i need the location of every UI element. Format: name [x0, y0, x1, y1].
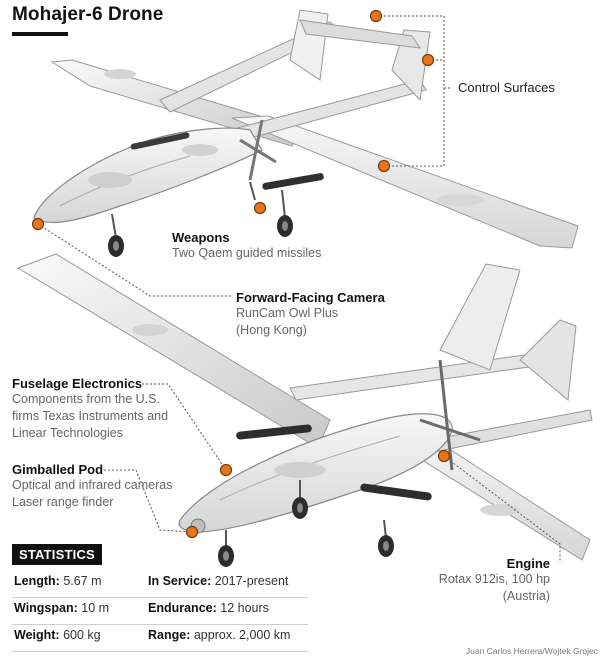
engine-line-1: Rotax 912is, 100 hp [438, 572, 550, 586]
bottom-propeller-blade-1 [438, 359, 454, 471]
bottom-missile-right [360, 483, 432, 501]
bottom-vertical-tail-upper [439, 263, 521, 371]
camera-callout: Forward-Facing Camera RunCam Owl Plus (H… [236, 290, 385, 339]
stat-left: Length: 5.67 m [14, 574, 102, 588]
gimbal-leader [104, 469, 193, 533]
marker-electronics [219, 463, 233, 477]
callout-lines [37, 15, 561, 562]
camera-leader [37, 223, 232, 297]
marker-control-tail [421, 53, 435, 67]
top-right-wing [231, 115, 579, 249]
stat-left: Weight: 600 kg [14, 628, 101, 642]
bottom-vertical-tail-lower [519, 319, 577, 401]
stat-row: Length: 5.67 m In Service: 2017-present [12, 570, 308, 598]
bottom-missile-left [236, 424, 312, 440]
top-vertical-tail-left [289, 9, 329, 81]
electronics-leader [142, 383, 227, 471]
control-surfaces-label: Control Surfaces [458, 80, 555, 95]
camera-line-2: (Hong Kong) [236, 323, 307, 337]
stat-right: Range: approx. 2,000 km [148, 628, 291, 642]
marker-control-top [369, 9, 383, 23]
engine-leader [443, 455, 561, 562]
bottom-drone [16, 253, 593, 567]
electronics-title: Fuselage Electronics [12, 376, 143, 391]
control-surfaces-bracket [376, 15, 452, 167]
gimbal-line-2: Laser range finder [12, 495, 114, 509]
weapons-callout: Weapons Two Qaem guided missiles [172, 230, 321, 262]
camera-line-1: RunCam Owl Plus [236, 306, 339, 320]
engine-line-2: (Austria) [502, 589, 550, 603]
stat-left: Wingspan: 10 m [14, 601, 110, 615]
title-underline [12, 32, 68, 36]
marker-gimbal [185, 525, 199, 539]
stat-right: Endurance: 12 hours [148, 601, 269, 615]
electronics-line-1: Components from the U.S. [12, 392, 160, 406]
stat-right: In Service: 2017-present [148, 574, 289, 588]
marker-camera [31, 217, 45, 231]
top-missile-left [130, 132, 190, 150]
engine-title: Engine [506, 556, 550, 571]
bottom-left-wing [16, 253, 331, 449]
gimbal-callout: Gimballed Pod Optical and infrared camer… [12, 462, 173, 511]
top-drone [33, 9, 579, 257]
weapons-title: Weapons [172, 230, 230, 245]
top-missile-right [262, 173, 324, 190]
camera-title: Forward-Facing Camera [236, 290, 385, 305]
electronics-line-3: Linear Technologies [12, 426, 123, 440]
markers [31, 9, 451, 539]
top-horizontal-stabilizer [299, 19, 422, 49]
gimbal-title: Gimballed Pod [12, 462, 104, 477]
weapons-body: Two Qaem guided missiles [172, 246, 322, 260]
stat-row: Weight: 600 kg Range: approx. 2,000 km [12, 624, 308, 652]
engine-callout: Engine Rotax 912is, 100 hp (Austria) [434, 556, 550, 605]
bottom-propeller-blade-2 [419, 418, 481, 442]
marker-control-wing [377, 159, 391, 173]
gimbal-line-1: Optical and infrared cameras [12, 478, 173, 492]
credit-line: Juan Carlos Herrera/Wojtek Grojec [465, 646, 598, 656]
marker-weapons [253, 201, 267, 215]
electronics-line-2: firms Texas Instruments and [12, 409, 169, 423]
page-title: Mohajer-6 Drone [12, 4, 164, 25]
stat-row: Wingspan: 10 m Endurance: 12 hours [12, 597, 308, 625]
marker-engine [437, 449, 451, 463]
statistics-header: STATISTICS [12, 544, 102, 565]
electronics-callout: Fuselage Electronics Components from the… [12, 376, 168, 442]
